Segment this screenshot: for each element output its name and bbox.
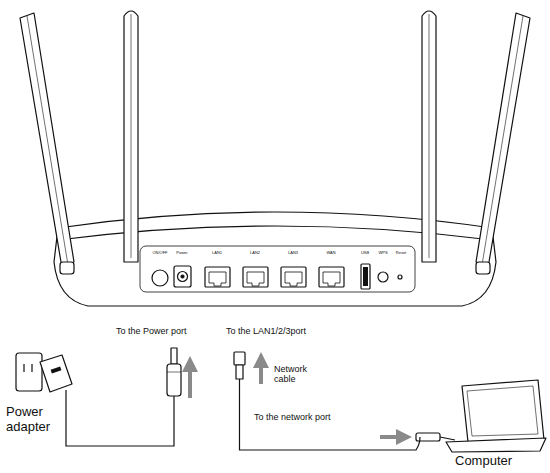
power-adapter	[16, 353, 72, 392]
callout-text: To the network port	[254, 412, 384, 422]
port-label: Power	[172, 251, 192, 256]
network-cable	[240, 379, 421, 450]
port-label: USB	[357, 251, 373, 256]
power-jack	[174, 266, 191, 287]
ethernet-ports	[205, 267, 344, 287]
port-label: WAN	[319, 251, 343, 256]
network-plug	[234, 352, 245, 379]
port-label: Reset	[392, 251, 410, 256]
antenna	[422, 11, 436, 262]
antenna-hinge	[476, 262, 490, 274]
port-label: LAN3	[281, 251, 305, 256]
callout-text: To the Power port	[116, 326, 216, 336]
wps-button	[378, 272, 388, 282]
port-label: LAN1	[205, 251, 229, 256]
rear-panel	[140, 246, 415, 292]
callout-text: Network cable	[274, 364, 326, 385]
power-button	[152, 270, 168, 286]
direction-arrow	[380, 435, 404, 439]
port-label: WPS	[375, 251, 391, 256]
reset-hole	[398, 275, 402, 279]
callout-text: To the LAN1/2/3port	[226, 326, 346, 336]
antenna-hinge	[60, 262, 74, 274]
antenna	[476, 13, 530, 268]
usb-port	[361, 264, 370, 289]
device-label: Power adapter	[6, 405, 64, 435]
antenna	[20, 13, 74, 268]
antenna	[124, 11, 138, 262]
computer	[416, 380, 546, 452]
port-label: LAN2	[243, 251, 267, 256]
port-label: ON/OFF	[148, 251, 172, 256]
direction-arrow	[259, 360, 263, 384]
power-cable	[66, 390, 174, 446]
power-plug	[167, 348, 181, 396]
direction-arrow	[188, 364, 192, 398]
device-label: Computer	[455, 454, 545, 469]
